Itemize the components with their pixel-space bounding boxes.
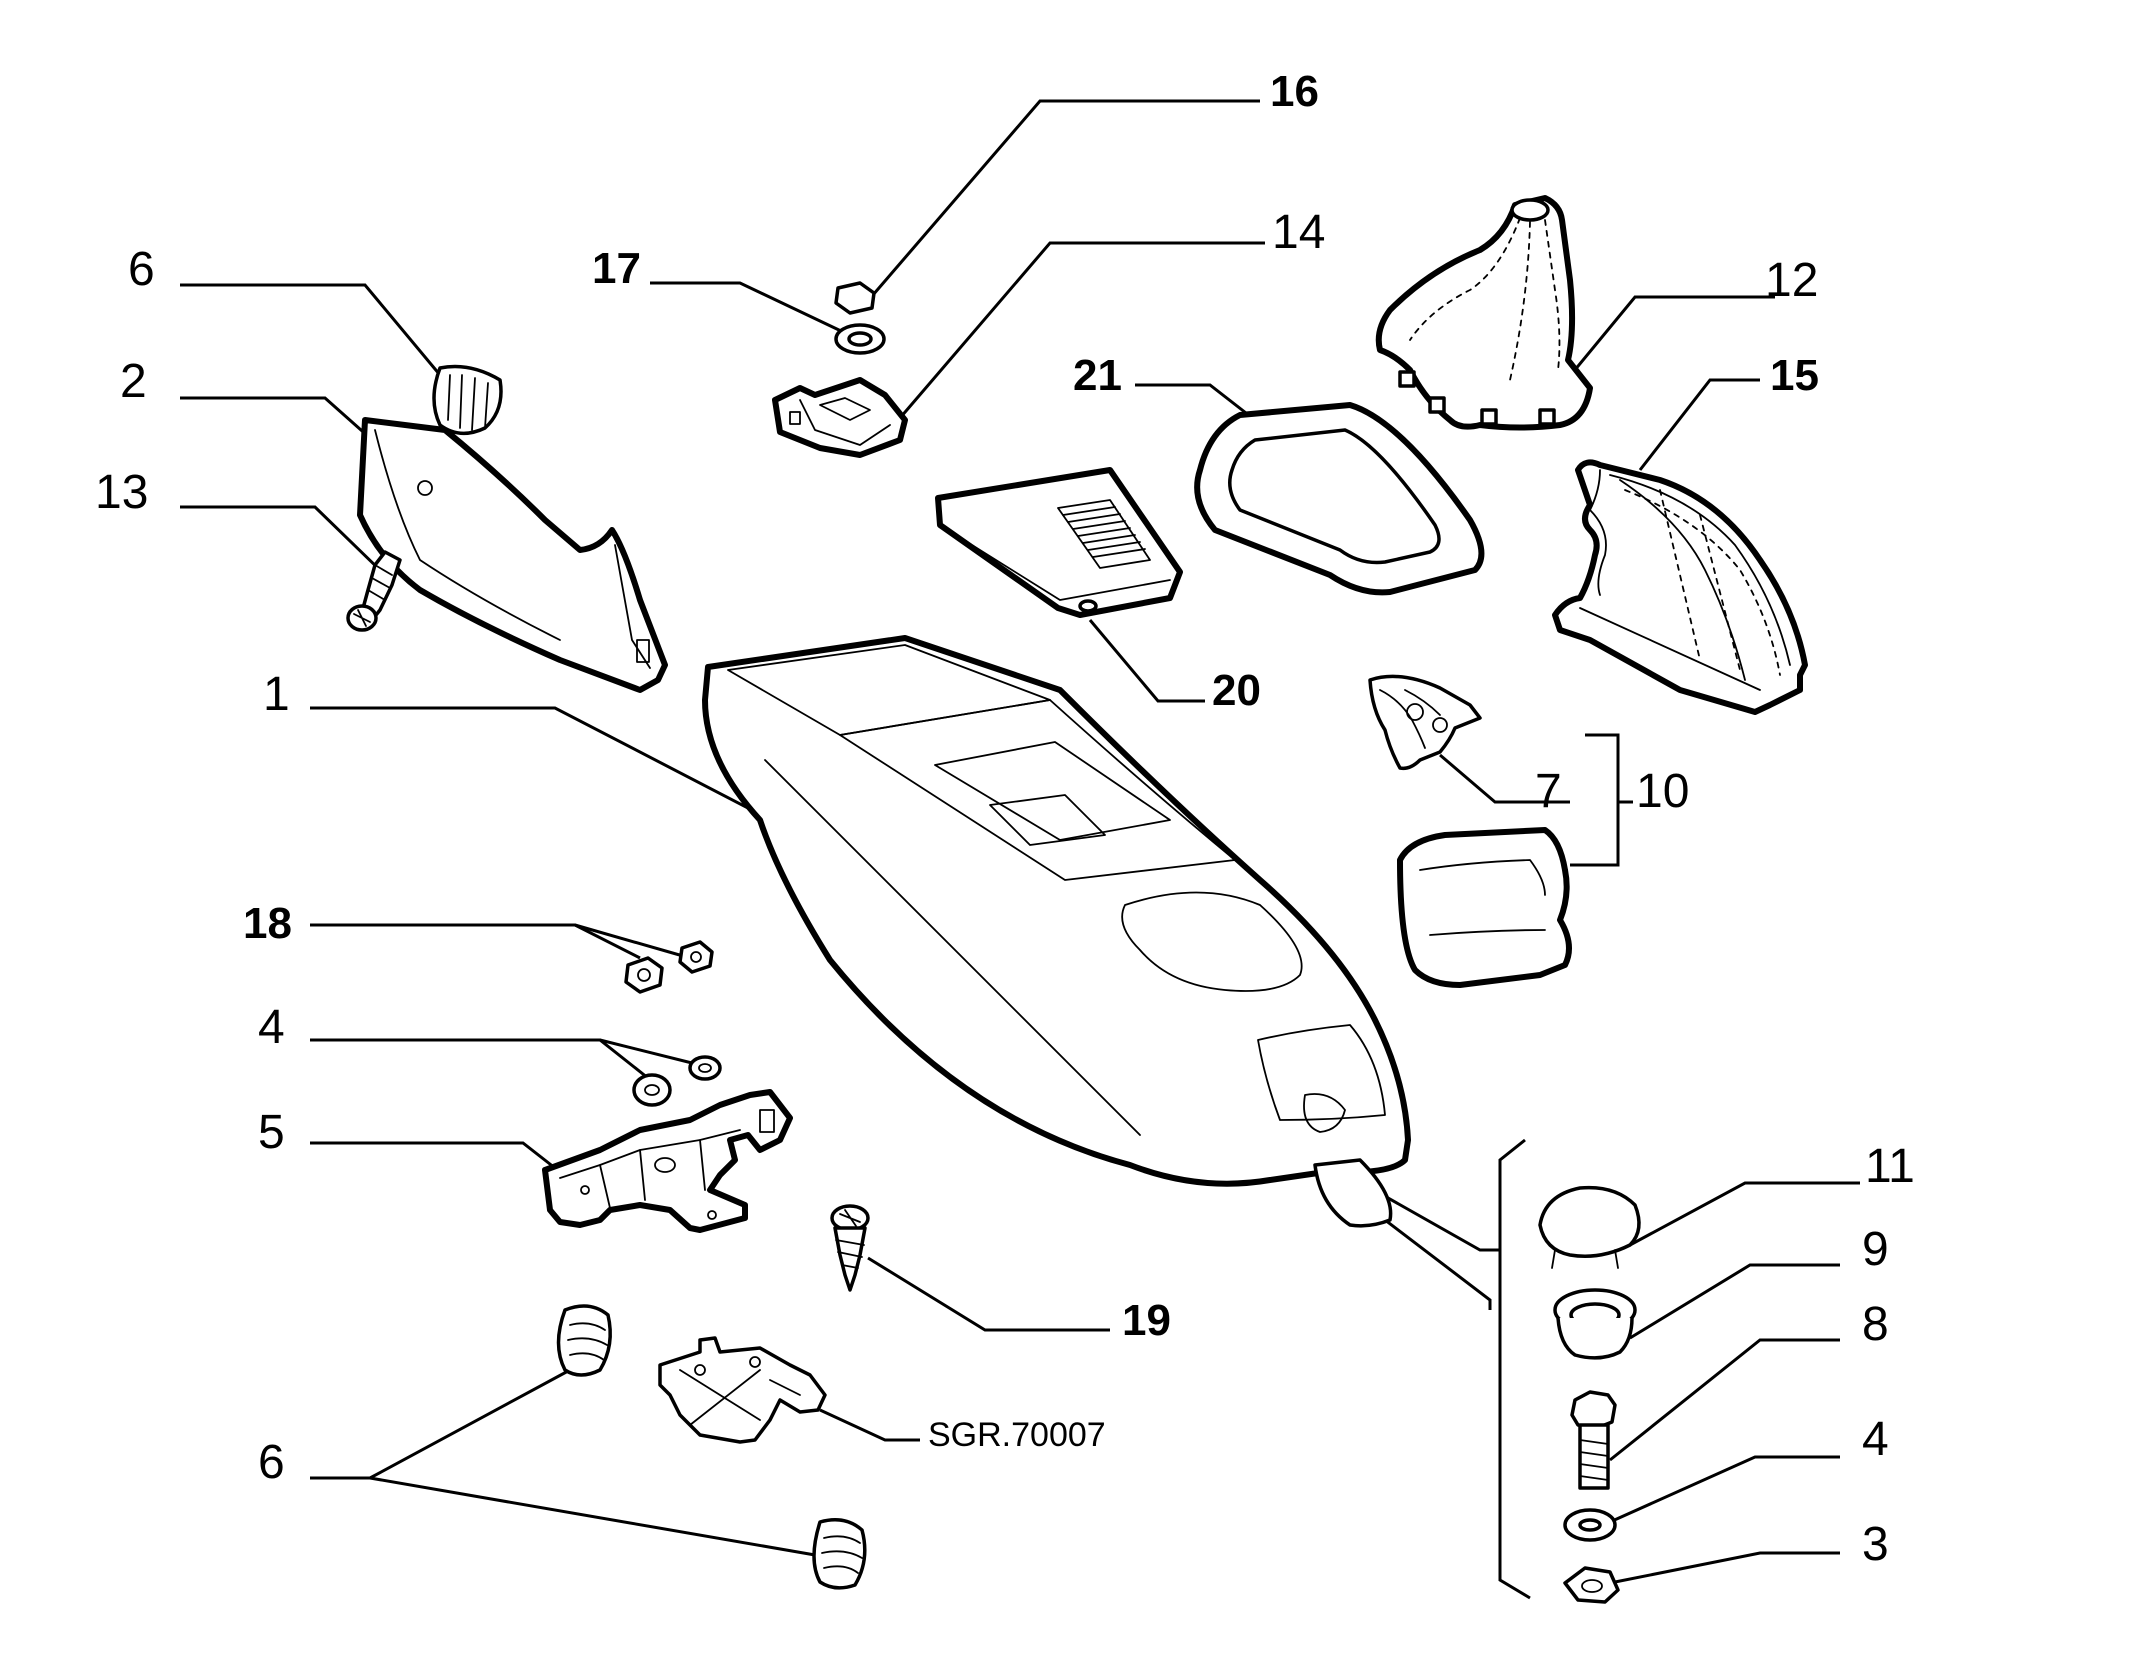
callout-7: 7 bbox=[1535, 765, 1562, 818]
leader-15 bbox=[1638, 378, 1760, 471]
part-15-gear-gaiter bbox=[1552, 459, 1808, 715]
callout-11: 11 bbox=[1865, 1140, 1915, 1193]
callout-14: 14 bbox=[1272, 206, 1325, 259]
part-13-screw bbox=[346, 550, 402, 632]
part-6-clip-top bbox=[432, 364, 503, 435]
callout-3: 3 bbox=[1862, 1518, 1889, 1571]
part-4-washers bbox=[632, 1055, 722, 1107]
callout-1: 1 bbox=[263, 668, 290, 721]
callout-12: 12 bbox=[1765, 254, 1818, 307]
leader-14 bbox=[898, 241, 1265, 419]
part-10-pocket bbox=[1397, 827, 1572, 988]
callout-15: 15 bbox=[1770, 351, 1819, 400]
leader-6-top bbox=[180, 283, 442, 376]
part-20-cover bbox=[935, 467, 1183, 618]
callout-2: 2 bbox=[120, 355, 147, 408]
part-3-nut bbox=[1563, 1566, 1620, 1604]
part-6-clips-bottom bbox=[556, 1304, 867, 1590]
part-21-frame bbox=[1194, 402, 1485, 596]
leader-21 bbox=[1135, 383, 1256, 422]
leader-17 bbox=[650, 281, 861, 342]
leader-6-b bbox=[369, 1476, 816, 1557]
leader-11 bbox=[1629, 1181, 1860, 1247]
part-sgr-bracket bbox=[658, 1336, 827, 1444]
part-19-screw bbox=[830, 1204, 870, 1292]
part-1-centre-console bbox=[702, 635, 1411, 1228]
callout-8: 8 bbox=[1862, 1298, 1889, 1351]
leader-9 bbox=[1629, 1263, 1840, 1340]
leader-4-c bbox=[1609, 1455, 1840, 1524]
bracket-10 bbox=[1570, 733, 1620, 867]
callout-6-top: 6 bbox=[128, 243, 155, 296]
leader-12 bbox=[1558, 295, 1775, 389]
leader-ref bbox=[819, 1408, 920, 1442]
part-5-bracket bbox=[542, 1089, 793, 1233]
callout-labels: 16 14 17 12 15 21 6 2 13 20 1 7 10 18 4 … bbox=[95, 67, 1915, 1571]
leader-20 bbox=[1088, 619, 1205, 703]
part-2-side-panel bbox=[357, 417, 668, 693]
callout-16: 16 bbox=[1270, 67, 1319, 116]
leader-lines bbox=[180, 99, 1860, 1600]
callout-21: 21 bbox=[1073, 351, 1122, 400]
leader-2 bbox=[180, 396, 371, 440]
leader-4-b bbox=[599, 1038, 701, 1067]
part-16-nut bbox=[834, 281, 876, 315]
callout-5: 5 bbox=[258, 1106, 285, 1159]
leader-1 bbox=[310, 706, 776, 824]
part-14-support bbox=[772, 377, 908, 458]
leader-13 bbox=[180, 505, 387, 577]
detail-bracket bbox=[1498, 1138, 1531, 1600]
leader-5 bbox=[310, 1141, 556, 1170]
part-7-insert bbox=[1368, 674, 1482, 771]
callout-4-left: 4 bbox=[258, 1001, 285, 1054]
leader-6-a bbox=[310, 1368, 571, 1480]
part-17-washer bbox=[834, 323, 886, 355]
leader-7 bbox=[1439, 753, 1570, 804]
leader-16 bbox=[858, 99, 1260, 311]
part-9-grommet bbox=[1553, 1288, 1637, 1360]
callout-17: 17 bbox=[592, 244, 641, 293]
part-4-washer-right bbox=[1563, 1508, 1617, 1542]
leader-4-a bbox=[310, 1038, 649, 1080]
callout-18: 18 bbox=[243, 899, 292, 948]
part-12-gear-boot bbox=[1375, 195, 1593, 431]
callout-20: 20 bbox=[1212, 666, 1261, 715]
leader-3 bbox=[1609, 1551, 1840, 1585]
part-8-bolt bbox=[1570, 1390, 1617, 1490]
callout-4-right: 4 bbox=[1862, 1413, 1889, 1466]
callout-9: 9 bbox=[1862, 1223, 1889, 1276]
callout-6-bottom: 6 bbox=[258, 1436, 285, 1489]
callout-10: 10 bbox=[1636, 765, 1689, 818]
part-18-nuts bbox=[624, 940, 714, 994]
leader-8 bbox=[1609, 1338, 1840, 1462]
callout-ref: SGR.70007 bbox=[928, 1416, 1106, 1454]
callout-19: 19 bbox=[1122, 1296, 1171, 1345]
leader-19 bbox=[867, 1256, 1110, 1332]
leader-18-b bbox=[574, 923, 691, 960]
part-11-plug bbox=[1538, 1185, 1641, 1269]
callout-13: 13 bbox=[95, 466, 148, 519]
